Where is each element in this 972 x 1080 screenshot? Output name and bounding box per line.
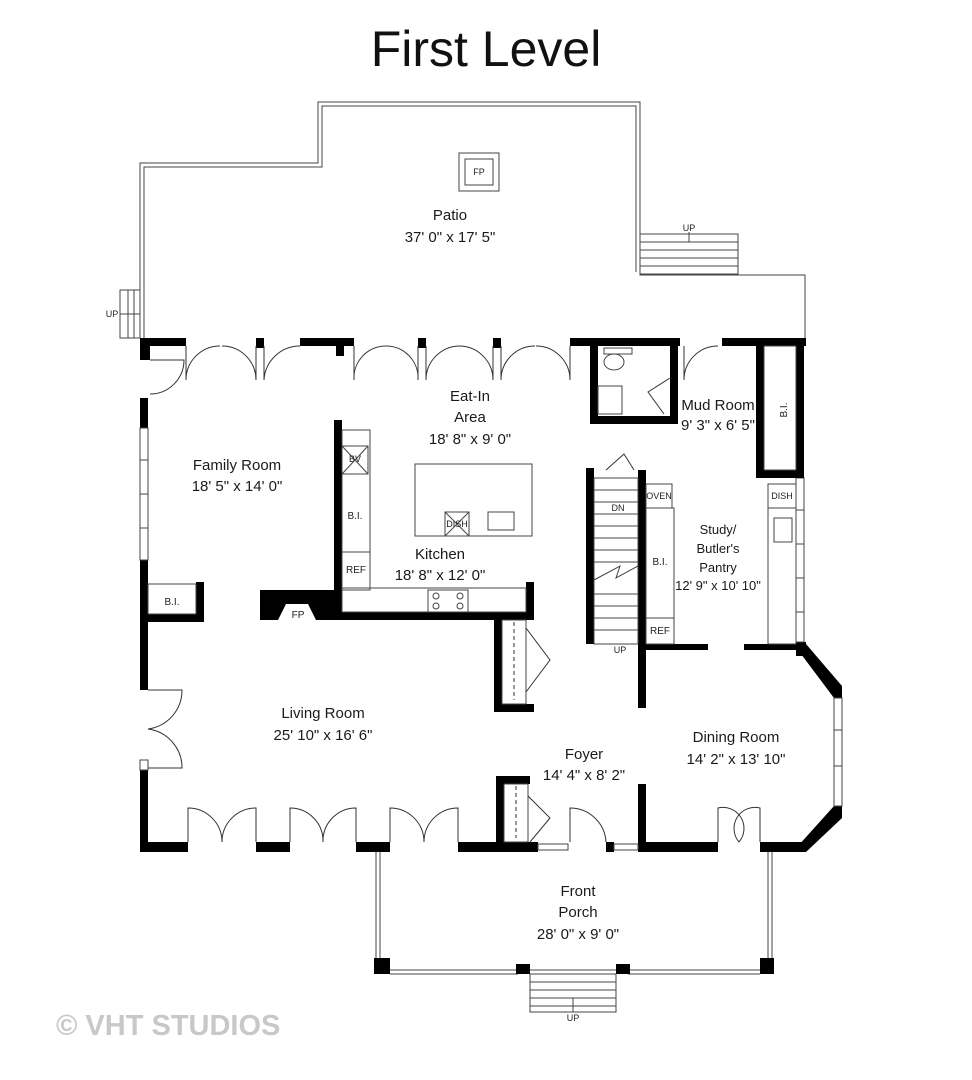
study-label-2: Butler's bbox=[697, 541, 740, 556]
family-bi-label: B.I. bbox=[164, 597, 179, 608]
kitchen-ref-label: REF bbox=[346, 565, 366, 576]
dining-room-dims: 14' 2" x 13' 10" bbox=[687, 751, 786, 768]
eat-in-dims: 18' 8" x 9' 0" bbox=[429, 431, 511, 448]
porch-dims: 28' 0" x 9' 0" bbox=[537, 926, 619, 943]
eat-in-label-2: Area bbox=[454, 409, 486, 426]
stair-dn-label: DN bbox=[612, 503, 625, 513]
foyer-label: Foyer bbox=[565, 746, 603, 763]
pantry-sink bbox=[773, 517, 793, 543]
front-porch: UP bbox=[374, 852, 774, 1023]
patio-dims: 37' 0" x 17' 5" bbox=[405, 229, 496, 246]
beverage-cooler bbox=[341, 445, 369, 475]
island-dish-label: DISH bbox=[446, 519, 468, 529]
fireplace-label: FP bbox=[292, 610, 305, 621]
kitchen-island bbox=[414, 463, 533, 537]
kitchen-label: Kitchen bbox=[415, 546, 465, 563]
front-doors bbox=[147, 689, 761, 843]
family-room-builtin: B.I. FP bbox=[147, 583, 305, 621]
mud-bi-label: B.I. bbox=[779, 402, 790, 417]
kitchen-closet bbox=[501, 619, 551, 705]
patio-label: Patio bbox=[433, 207, 467, 224]
family-room-dims: 18' 5" x 14' 0" bbox=[192, 478, 283, 495]
kitchen-fixtures: BV B.I. REF DISH bbox=[341, 429, 533, 613]
patio-fireplace bbox=[458, 152, 500, 192]
island-dishwasher bbox=[444, 511, 470, 537]
oven-label: OVEN bbox=[646, 491, 672, 501]
patio-up-label-left: UP bbox=[106, 309, 119, 319]
pantry-dish-label: DISH bbox=[771, 491, 793, 501]
patio-doors bbox=[149, 345, 719, 395]
patio-outline: FP bbox=[139, 101, 806, 338]
porch-label-1: Front bbox=[560, 883, 596, 900]
pantry-ref-label: REF bbox=[650, 626, 670, 637]
patio-up-label-right: UP bbox=[683, 223, 696, 233]
study-label-3: Pantry bbox=[699, 560, 737, 575]
kitchen-bi-label: B.I. bbox=[347, 511, 362, 522]
watermark: © VHT STUDIOS bbox=[56, 1010, 280, 1042]
porch-up-label: UP bbox=[567, 1013, 580, 1023]
kitchen-dims: 18' 8" x 12' 0" bbox=[395, 567, 486, 584]
cooktop bbox=[427, 589, 469, 613]
pantry-fixtures: DISH OVEN B.I. REF bbox=[645, 483, 797, 645]
stair-up-label: UP bbox=[614, 645, 627, 655]
interior-walls bbox=[148, 346, 804, 842]
foyer-closet bbox=[503, 783, 551, 843]
living-room-dims: 25' 10" x 16' 6" bbox=[274, 727, 373, 744]
powder-room bbox=[597, 347, 671, 415]
porch-label-2: Porch bbox=[558, 904, 597, 921]
staircase: DN UP bbox=[593, 453, 639, 655]
family-room-label: Family Room bbox=[193, 457, 281, 474]
patio-fp-label: FP bbox=[473, 167, 485, 177]
room-labels: Patio 37' 0" x 17' 5" Eat-In Area 18' 8"… bbox=[192, 207, 786, 943]
living-room-label: Living Room bbox=[281, 705, 364, 722]
dining-room-label: Dining Room bbox=[693, 729, 780, 746]
bv-label: BV bbox=[349, 454, 361, 464]
mud-room-builtin: B.I. bbox=[763, 345, 797, 471]
patio-steps-left: UP bbox=[106, 289, 141, 339]
study-dims: 12' 9" x 10' 10" bbox=[675, 578, 761, 593]
pantry-bi-label: B.I. bbox=[652, 557, 667, 568]
mud-room-label: Mud Room bbox=[681, 397, 754, 414]
island-sink bbox=[487, 511, 515, 531]
study-label-1: Study/ bbox=[700, 522, 737, 537]
eat-in-label-1: Eat-In bbox=[450, 388, 490, 405]
foyer-dims: 14' 4" x 8' 2" bbox=[543, 767, 625, 784]
mud-room-dims: 9' 3" x 6' 5" bbox=[681, 417, 755, 434]
exterior-walls bbox=[140, 338, 842, 852]
patio-steps-right: UP bbox=[639, 223, 739, 275]
plan-title: First Level bbox=[371, 21, 602, 77]
